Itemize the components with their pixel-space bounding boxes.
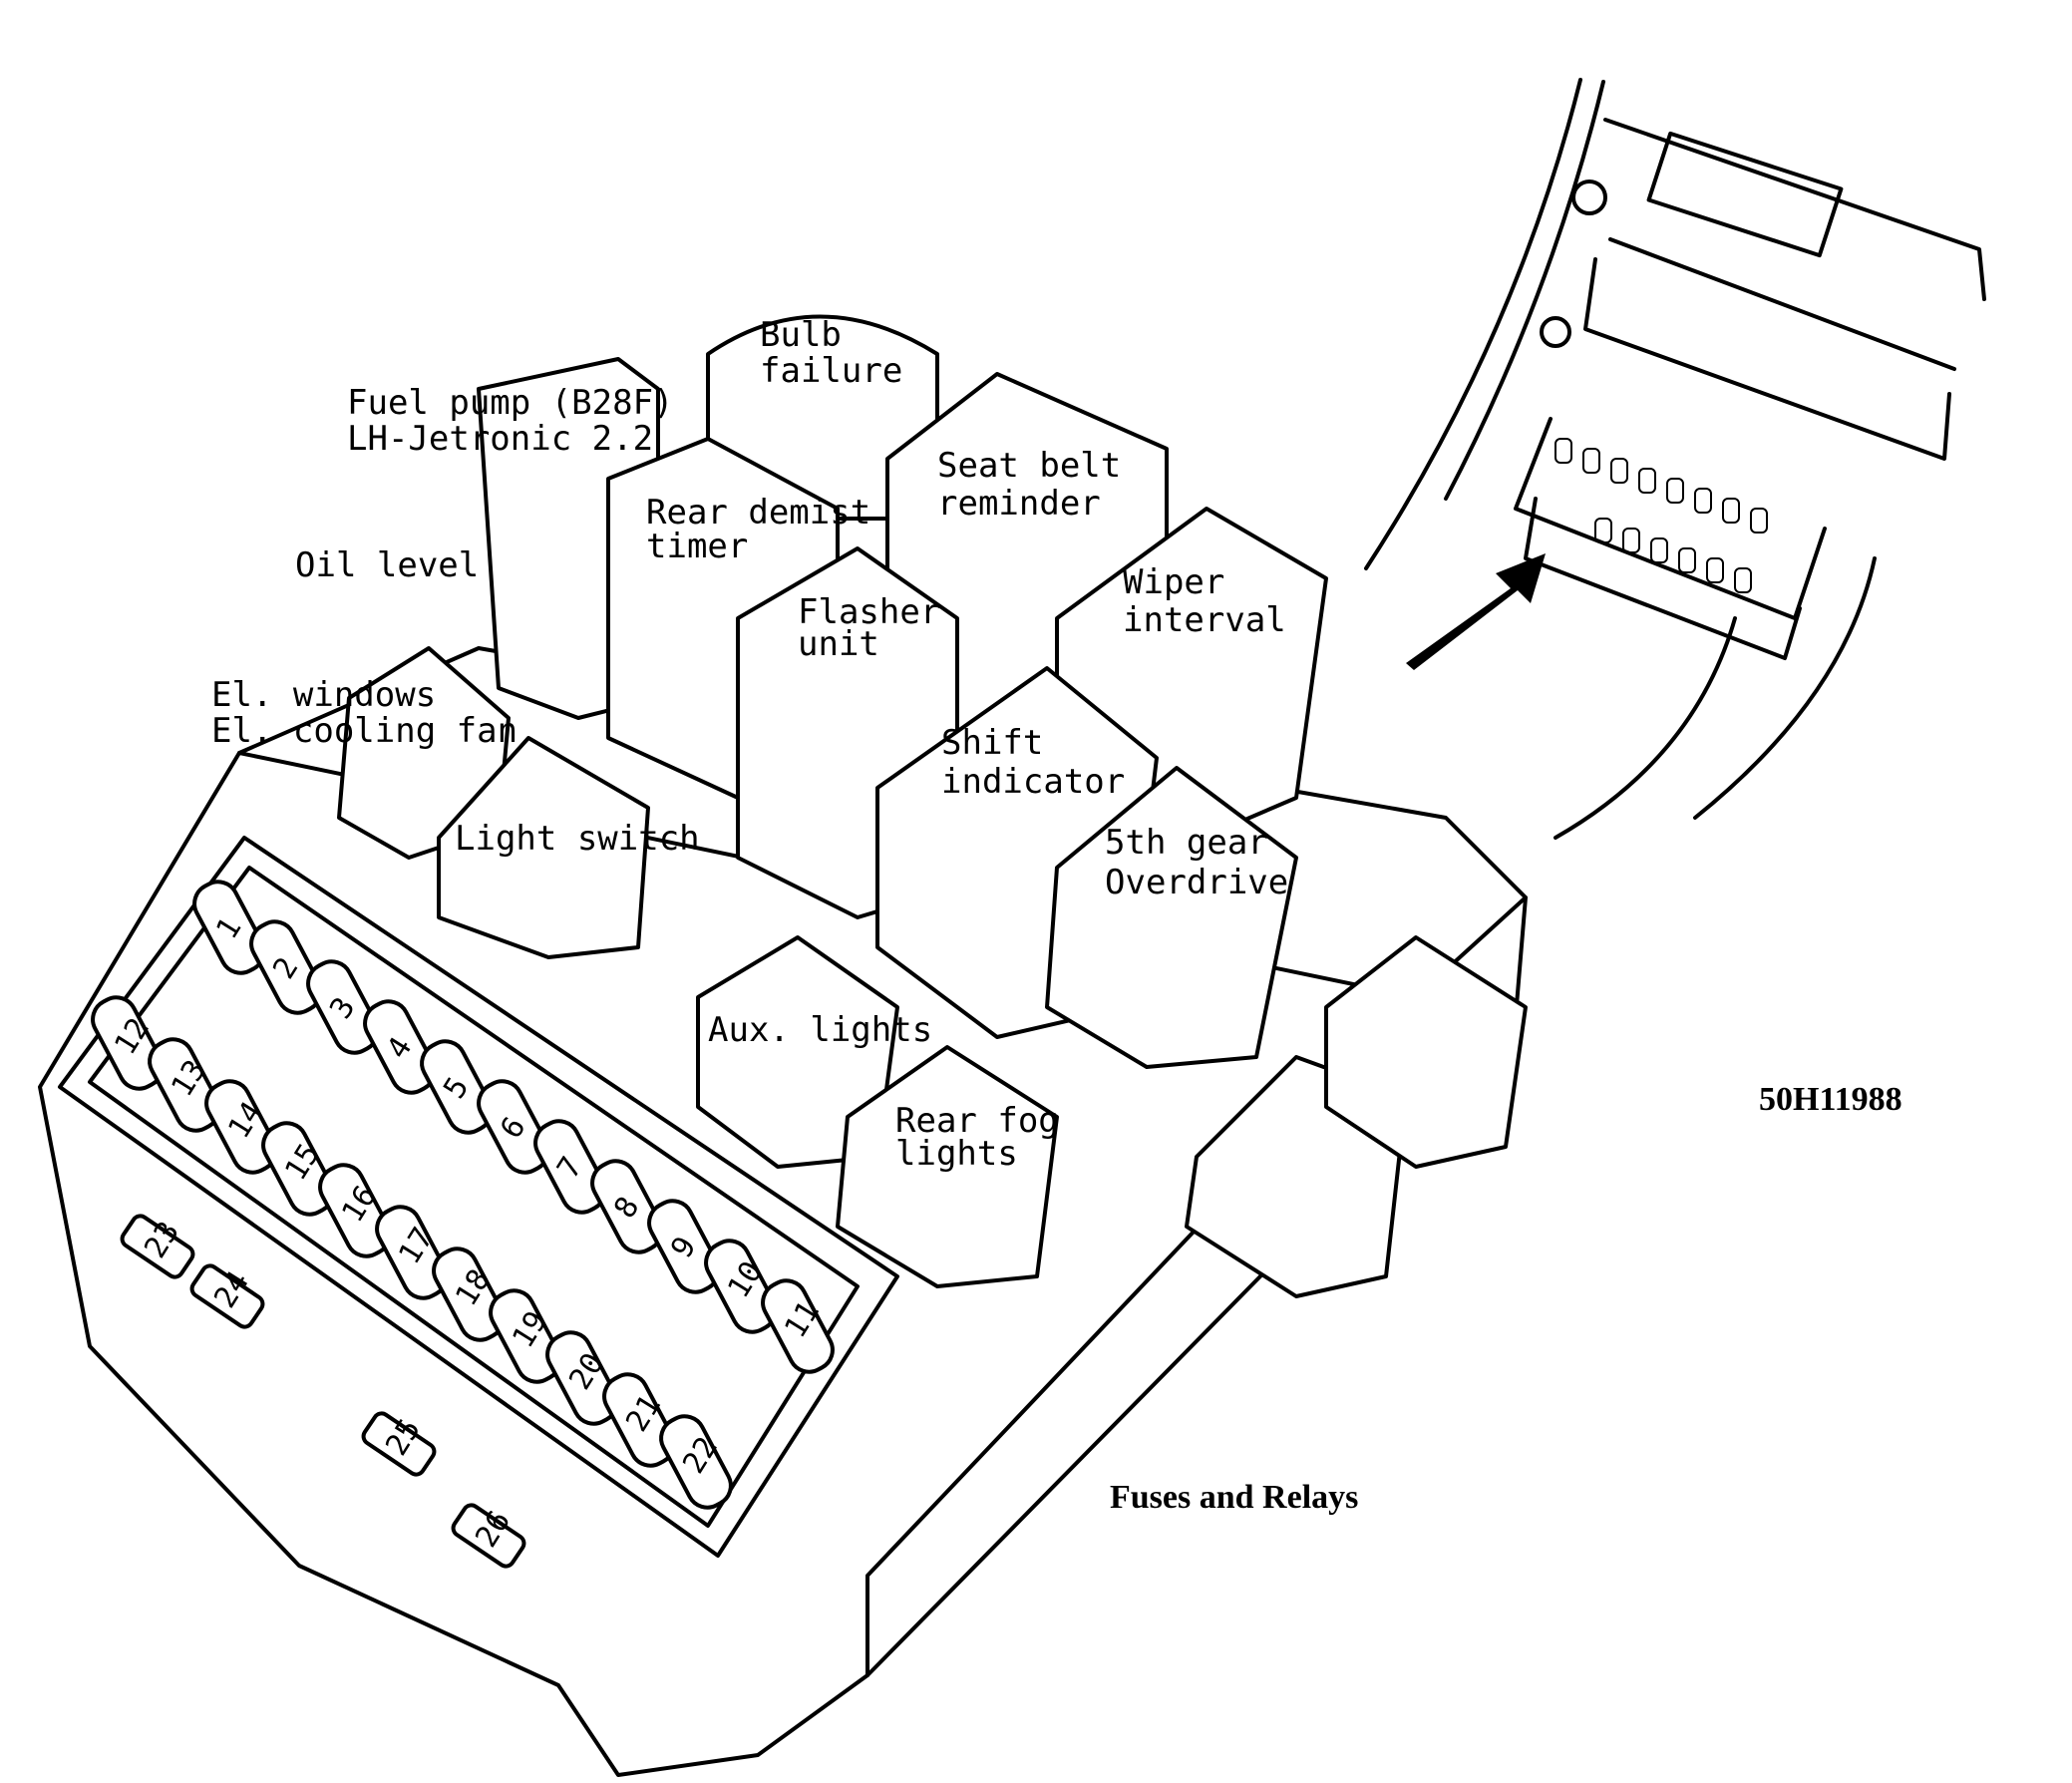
fuse-14 [204, 1079, 278, 1175]
fuse-26 [451, 1503, 526, 1569]
label-bulb-failure: Bulb failure [760, 315, 902, 391]
fuse-9 [647, 1199, 721, 1294]
reference-code: 50H11988 [1759, 1081, 1902, 1118]
fuse-25 [361, 1411, 437, 1477]
fuse-20 [545, 1330, 619, 1426]
label-wiper-interval: Wiper interval [1123, 562, 1286, 640]
dashboard-inset-illustration [1364, 78, 1986, 840]
fuse-16 [318, 1163, 392, 1258]
fuse-5 [420, 1039, 494, 1135]
fuse-12 [91, 995, 165, 1091]
fuse-1 [192, 880, 266, 975]
label-oil-level: Oil level [295, 545, 479, 585]
fuse-23 [120, 1214, 195, 1279]
fuse-8 [590, 1159, 664, 1254]
label-rear-demist-timer: Rear demist timer [646, 493, 891, 566]
fuse-19 [489, 1288, 562, 1384]
fuse-2 [249, 919, 323, 1015]
fuse-cells [91, 880, 835, 1569]
label-shift-indicator: Shift indicator [941, 723, 1125, 802]
fuse-22 [659, 1414, 733, 1510]
fuse-10 [704, 1239, 778, 1334]
fuse-15 [261, 1121, 335, 1217]
fuse-3 [306, 959, 380, 1055]
label-seat-belt-reminder: Seat belt reminder [937, 446, 1142, 524]
label-flasher-unit: Flasher unit [798, 592, 961, 664]
fuse-17 [375, 1205, 449, 1300]
label-el-windows-cooling-fan: El. windows El. cooling fan [211, 675, 518, 751]
label-light-switch: Light switch [455, 819, 700, 859]
fuse-13 [148, 1037, 221, 1133]
location-arrow-icon [1406, 553, 1546, 670]
fuse-18 [432, 1247, 506, 1342]
relay-labels: Bulb failure Fuel pump (B28F) LH-Jetroni… [211, 315, 1288, 1174]
fuse-7 [533, 1119, 607, 1215]
fuse-4 [363, 999, 437, 1095]
fuse-21 [602, 1372, 676, 1468]
dashboard-fuse-row [1554, 438, 1768, 593]
label-rear-fog-lights: Rear fog lights [895, 1101, 1079, 1174]
label-aux-lights: Aux. lights [708, 1010, 932, 1050]
relay-shapes [337, 314, 1528, 1298]
label-fuel-pump: Fuel pump (B28F) LH-Jetronic 2.2 [347, 383, 694, 459]
diagram-caption: Fuses and Relays [1110, 1479, 1358, 1516]
fuse-11 [761, 1278, 835, 1374]
fuse-6 [477, 1079, 550, 1175]
label-5th-gear-overdrive: 5th gear Overdrive [1105, 823, 1288, 902]
fuse-24 [189, 1263, 265, 1329]
